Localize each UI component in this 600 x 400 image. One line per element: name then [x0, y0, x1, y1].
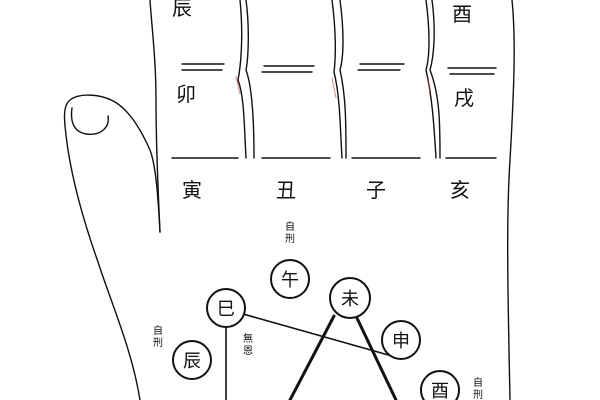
pinky-left — [429, 0, 441, 159]
circle-wei: 未 — [329, 277, 371, 319]
thumb-nail — [70, 107, 109, 135]
ring-finger-left — [339, 0, 347, 159]
label-you-finger: 酉 — [452, 2, 472, 26]
circle-shen: 申 — [381, 320, 421, 360]
middle-finger-left — [245, 0, 255, 159]
index-finger-left — [149, 0, 161, 233]
label-xu-finger: 戌 — [454, 86, 474, 110]
line-si-shen — [235, 311, 393, 357]
line-wei-right — [354, 314, 398, 400]
middle-crease — [261, 65, 315, 73]
circle-you: 酉 — [420, 370, 460, 400]
label-chen-finger: 辰 — [172, 0, 192, 20]
pinky-right — [506, 0, 515, 400]
pinky-crease — [447, 67, 497, 75]
label-chou: 丑 — [276, 178, 296, 202]
circle-si: 巳 — [206, 288, 246, 328]
ring-crease — [357, 63, 405, 71]
circle-chen: 辰 — [172, 340, 212, 380]
note-self-punish-you: 自刑 — [473, 378, 483, 400]
index-crease — [181, 63, 225, 71]
line-wei-left — [288, 314, 336, 400]
note-wu-en: 無恩 — [243, 334, 253, 357]
label-mao-finger: 卯 — [176, 82, 196, 106]
index-finger-right — [237, 0, 247, 159]
ring-finger-right — [425, 0, 437, 159]
note-self-punish-wu: 自刑 — [285, 222, 295, 245]
middle-finger-right — [331, 0, 343, 159]
note-self-punish-chen: 自刑 — [153, 326, 163, 349]
circle-wu: 午 — [270, 259, 310, 299]
label-hai: 亥 — [450, 178, 470, 202]
label-yin: 寅 — [182, 178, 202, 202]
label-zi: 子 — [366, 178, 386, 202]
thumb-outline — [63, 94, 161, 400]
